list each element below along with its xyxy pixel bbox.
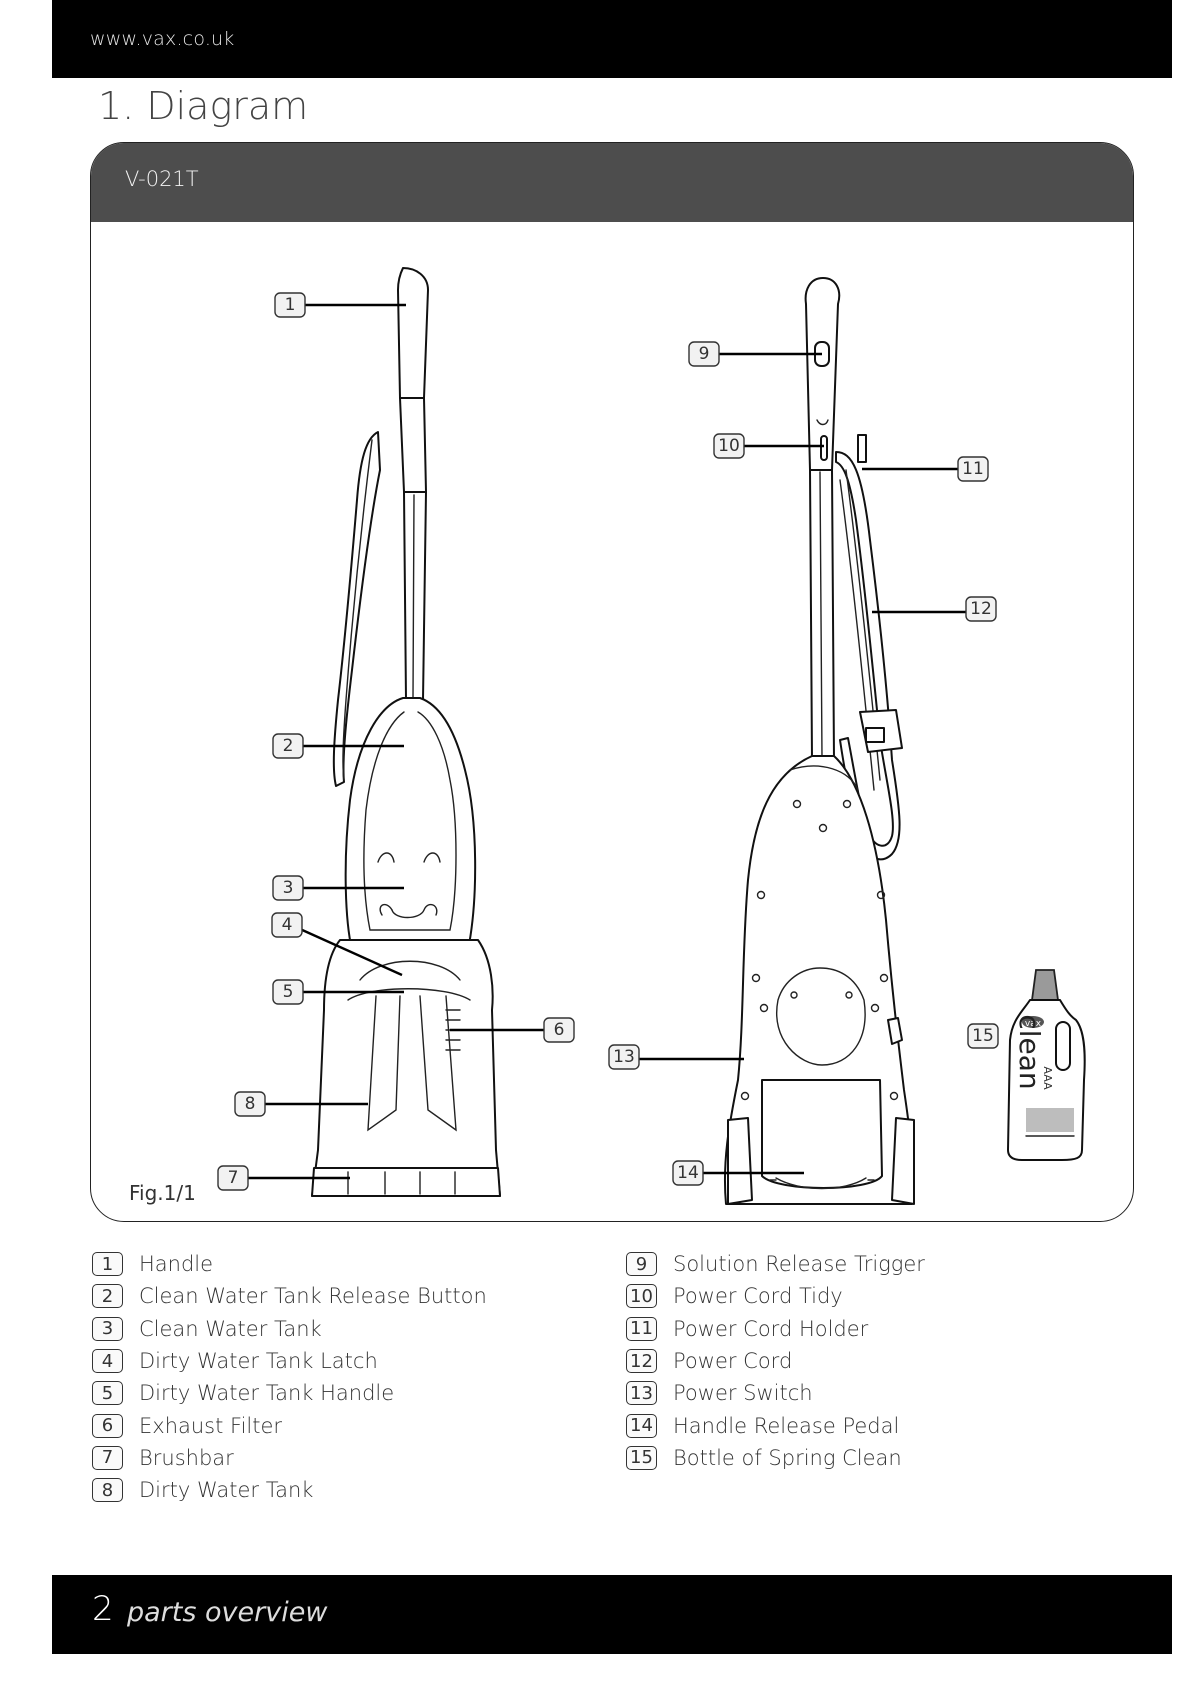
legend-label: Dirty Water Tank Latch (139, 1349, 378, 1374)
svg-text:11: 11 (962, 459, 984, 479)
legend-number: 3 (92, 1316, 123, 1341)
legend-item: 7 Brushbar (92, 1442, 487, 1474)
callout-15: 15 (967, 1023, 999, 1049)
figure-label: Fig.1/1 (129, 1181, 196, 1205)
svg-text:1: 1 (285, 295, 296, 315)
callout-8: 8 (234, 1091, 266, 1117)
legend-number: 6 (92, 1413, 123, 1438)
callout-12: 12 (965, 596, 997, 622)
legend-item: 5 Dirty Water Tank Handle (92, 1377, 487, 1409)
legend-label: Dirty Water Tank Handle (139, 1381, 395, 1406)
legend-item: 6 Exhaust Filter (92, 1409, 487, 1441)
callout-3: 3 (272, 875, 304, 901)
legend-label: Solution Release Trigger (673, 1252, 925, 1277)
legend-label: Dirty Water Tank (139, 1478, 314, 1503)
callout-7: 7 (217, 1165, 249, 1191)
panel-header: V-021T (91, 143, 1133, 222)
spring-clean-bottle: vax clean AAA (1007, 969, 1086, 1161)
callout-10: 10 (713, 433, 745, 459)
legend-label: Exhaust Filter (139, 1413, 283, 1438)
callout-13: 13 (608, 1044, 640, 1070)
legend-item: 8 Dirty Water Tank (92, 1474, 487, 1506)
legend-number: 2 (92, 1284, 123, 1309)
callout-2: 2 (272, 733, 304, 759)
front-view-cleaner (311, 267, 501, 1197)
parts-legend-right: 9 Solution Release Trigger 10 Power Cord T… (626, 1248, 925, 1474)
legend-number: 15 (626, 1445, 657, 1470)
svg-text:14: 14 (677, 1163, 699, 1183)
legend-label: Clean Water Tank (139, 1316, 322, 1341)
top-header-bar: www.vax.co.uk (52, 0, 1172, 78)
legend-label: Brushbar (139, 1445, 234, 1470)
svg-text:13: 13 (613, 1047, 635, 1067)
legend-item: 4 Dirty Water Tank Latch (92, 1345, 487, 1377)
bottle-sub-text: AAA (1041, 1066, 1054, 1090)
callout-6: 6 (543, 1017, 575, 1043)
callout-4: 4 (271, 912, 303, 938)
legend-number: 4 (92, 1349, 123, 1374)
legend-label: Handle Release Pedal (673, 1413, 900, 1438)
legend-number: 12 (626, 1349, 657, 1374)
page-number: 2 (92, 1589, 114, 1629)
legend-item: 11 Power Cord Holder (626, 1313, 925, 1345)
legend-label: Handle (139, 1252, 214, 1277)
legend-label: Bottle of Spring Clean (673, 1445, 902, 1470)
svg-text:12: 12 (970, 599, 992, 619)
legend-label: Power Cord (673, 1349, 793, 1374)
legend-label: Power Switch (673, 1381, 813, 1406)
bottle-brand-text: vax (1025, 1019, 1042, 1029)
section-title: 1. Diagram (98, 84, 309, 128)
legend-item: 10 Power Cord Tidy (626, 1280, 925, 1312)
callout-14: 14 (672, 1160, 704, 1186)
legend-number: 1 (92, 1252, 123, 1277)
callout-11: 11 (957, 456, 989, 482)
legend-item: 1 Handle (92, 1248, 487, 1280)
callout-5: 5 (272, 979, 304, 1005)
svg-text:3: 3 (283, 878, 294, 898)
model-number: V-021T (125, 167, 199, 191)
diagram-panel: V-021T Fig.1/1 (90, 142, 1134, 1222)
svg-text:15: 15 (972, 1026, 994, 1046)
callout-1: 1 (274, 292, 306, 318)
svg-text:5: 5 (283, 982, 294, 1002)
svg-text:2: 2 (283, 736, 294, 756)
legend-item: 12 Power Cord (626, 1345, 925, 1377)
callout-9: 9 (688, 341, 720, 367)
legend-label: Power Cord Holder (673, 1316, 869, 1341)
website-url[interactable]: www.vax.co.uk (90, 28, 235, 50)
legend-number: 10 (626, 1284, 657, 1309)
legend-item: 14 Handle Release Pedal (626, 1409, 925, 1441)
bottle-name-text: clean (1013, 1014, 1046, 1089)
footer-title: parts overview (127, 1597, 328, 1628)
legend-number: 14 (626, 1413, 657, 1438)
footer-bar: 2 parts overview (52, 1575, 1172, 1654)
legend-label: Clean Water Tank Release Button (139, 1284, 487, 1309)
svg-text:9: 9 (699, 344, 710, 364)
legend-number: 9 (626, 1252, 657, 1277)
legend-number: 13 (626, 1381, 657, 1406)
legend-label: Power Cord Tidy (673, 1284, 843, 1309)
svg-text:6: 6 (554, 1020, 565, 1040)
leader-lines (248, 303, 966, 1180)
legend-number: 7 (92, 1445, 123, 1470)
svg-text:10: 10 (718, 436, 740, 456)
rear-view-cleaner (723, 277, 915, 1205)
legend-number: 11 (626, 1316, 657, 1341)
legend-item: 2 Clean Water Tank Release Button (92, 1280, 487, 1312)
legend-number: 5 (92, 1381, 123, 1406)
legend-item: 15 Bottle of Spring Clean (626, 1442, 925, 1474)
svg-text:4: 4 (282, 915, 293, 935)
legend-item: 13 Power Switch (626, 1377, 925, 1409)
svg-text:7: 7 (228, 1168, 239, 1188)
parts-legend-left: 1 Handle 2 Clean Water Tank Release Button… (92, 1248, 487, 1506)
legend-item: 9 Solution Release Trigger (626, 1248, 925, 1280)
svg-text:8: 8 (245, 1094, 256, 1114)
legend-item: 3 Clean Water Tank (92, 1313, 487, 1345)
legend-number: 8 (92, 1478, 123, 1503)
